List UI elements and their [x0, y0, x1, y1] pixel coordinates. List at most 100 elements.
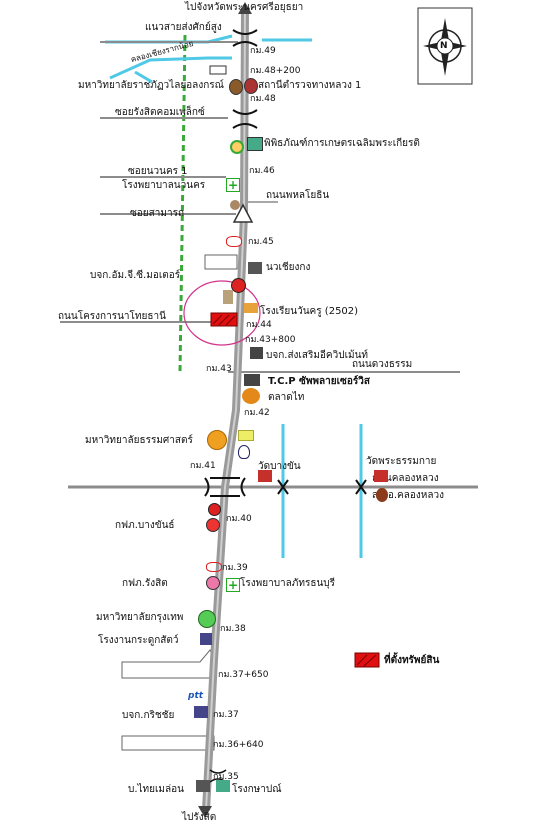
gas-station-icon — [226, 236, 242, 247]
road-label-power-line: แนวสายส่งศักย์สูง — [145, 22, 222, 33]
temple-icon — [374, 470, 388, 482]
university-seal-icon — [198, 610, 216, 628]
road-label-samart: ซอยสามารถ — [130, 208, 185, 219]
place-nava-chiangkong: นวเชียงกง — [266, 262, 311, 273]
compass-icon — [417, 7, 473, 85]
place-wat-dhammakaya: วัดพระธรรมกาย — [366, 456, 437, 467]
hospital-cross-icon: + — [226, 178, 240, 192]
bridge-khlongluang — [210, 477, 240, 497]
place-khlongluang-police: สภ.อ.คลองหลวง — [372, 490, 444, 501]
place-thammasat: มหาวิทยาลัยธรรมศาสตร์ — [85, 435, 193, 446]
km-marker: กม.36+640 — [213, 740, 264, 750]
factory-icon — [196, 780, 210, 792]
place-bangkok-university: มหาวิทยาลัยกรุงเทพ — [96, 612, 184, 623]
logo-icon — [230, 200, 240, 210]
bridge-ends — [204, 477, 246, 497]
km-marker: กม.49 — [250, 46, 276, 56]
place-mint: โรงกษาปณ์ — [232, 784, 282, 795]
bank-icon — [238, 445, 250, 459]
building-outline-2 — [121, 735, 215, 751]
factory-icon — [200, 633, 212, 645]
legend-swatch — [354, 652, 380, 668]
overpass-triangle — [232, 203, 254, 223]
compass-north-letter: N — [440, 41, 448, 51]
place-wat-bangkhan: วัดบางขัน — [258, 461, 301, 472]
place-talad-thai: ตลาดไท — [268, 392, 305, 403]
bridge-canal-2 — [355, 479, 367, 495]
place-highway-police: สถานีตำรวจทางหลวง 1 — [258, 80, 362, 91]
police-emblem-icon — [244, 78, 258, 94]
bridge-canal-1 — [277, 479, 289, 495]
place-mgc-motor: บจก.อัม.จี.ซี.มอเตอร์ — [90, 270, 181, 281]
km-marker: กม.37 — [213, 710, 239, 720]
place-agri-museum: พิพิธภัณฑ์การเกษตรเฉลิมพระเกียรติ — [264, 138, 420, 149]
gas-station-icon — [208, 503, 221, 516]
ptt-logo: ptt — [188, 691, 204, 701]
hospital-cross-icon: + — [226, 578, 240, 592]
gas-station-icon — [231, 278, 246, 293]
mint-icon — [216, 780, 230, 792]
bridge-rangsit-complex — [232, 109, 258, 129]
school-icon — [244, 303, 258, 313]
place-equipment-co: บจก.ส่งเสริมอีควิปเม้นท์ — [266, 350, 369, 361]
road-label-rangsit-complex: ซอยรังสิตคอมเพล็กซ์ — [115, 107, 205, 118]
bridge-top — [232, 29, 258, 47]
place-pea-bangkhan: กฟภ.บางขันธ์ — [115, 520, 175, 531]
km-marker: กม.43 — [206, 364, 232, 374]
km-marker: กม.42 — [244, 408, 270, 418]
bank-icon — [238, 430, 254, 441]
factory-outline — [121, 649, 217, 679]
building-icon — [223, 290, 233, 304]
factory-icon — [248, 262, 262, 274]
highway-centerline — [205, 7, 246, 811]
legend-label: ที่ตั้งทรัพย์สิน — [384, 655, 440, 666]
road-label-nathai: ถนนโครงการนาโทยธานี — [58, 311, 166, 322]
km-marker: กม.37+650 — [218, 670, 269, 680]
road-label-phaholyothin: ถนนพหลโยธิน — [266, 190, 330, 201]
place-valaya-alongkorn: มหาวิทยาลัยราชภัฏวไลยอลงกรณ์ — [78, 80, 224, 91]
arrow-south — [198, 806, 212, 818]
km-marker: กม.46 — [249, 166, 275, 176]
km-marker: กม.41 — [190, 461, 216, 471]
canal-branch — [134, 70, 153, 84]
km-marker: กม.45 — [248, 237, 274, 247]
place-pea-rangsit: กฟภ.รังสิต — [122, 578, 168, 589]
road-label-navanakorn: ซอยนวนคร 1 — [128, 166, 188, 177]
arrow-north — [238, 2, 252, 14]
market-icon — [242, 388, 260, 404]
place-wankru-school: โรงเรียนวันครู (2502) — [260, 306, 359, 317]
place-krichai: บจก.กริชชัย — [122, 710, 175, 721]
canal-chiangrak — [109, 56, 232, 80]
factory-icon — [250, 347, 263, 359]
museum-emblem-icon — [230, 140, 244, 154]
bottom-destination: ไปรังสิต — [182, 812, 217, 823]
factory-icon — [244, 374, 260, 386]
railway-line — [178, 34, 187, 373]
pea-icon — [206, 518, 220, 532]
factory-icon — [194, 706, 208, 718]
km-marker: กม.48+200 — [250, 66, 301, 76]
km-marker: กม.44 — [246, 320, 272, 330]
gas-station-icon — [206, 562, 222, 572]
building-outline-1 — [204, 254, 238, 270]
university-seal-icon — [229, 79, 243, 95]
km-marker: กม.35 — [213, 772, 239, 782]
place-tcp-supply: T.C.P ซัพพลายเซอร์วิส — [268, 376, 370, 387]
thammasat-seal-icon — [207, 430, 227, 450]
building-small-1 — [209, 65, 227, 75]
place-phat-hospital: โรงพยาบาลภัทรธนบุรี — [240, 578, 335, 589]
pea-icon — [206, 576, 220, 590]
place-navanakorn-hospital: โรงพยาบาลนวนคร — [122, 180, 206, 191]
km-marker: กม.39 — [222, 563, 248, 573]
place-thai-melon: บ.ไทยเมล่อน — [128, 784, 184, 795]
road-label-duangtham: ถนนดวงธรรม — [352, 359, 413, 370]
km-marker: กม.43+800 — [245, 335, 296, 345]
top-destination: ไปจังหวัดพระนครศรีอยุธยา — [185, 2, 304, 13]
place-bone-factory: โรงงานกระดูกสัตว์ — [98, 635, 179, 646]
police-emblem-icon — [376, 488, 388, 502]
km-marker: กม.48 — [250, 94, 276, 104]
road-label-khlongluang: ถนนคลองหลวง — [372, 473, 439, 484]
museum-icon — [247, 137, 263, 151]
